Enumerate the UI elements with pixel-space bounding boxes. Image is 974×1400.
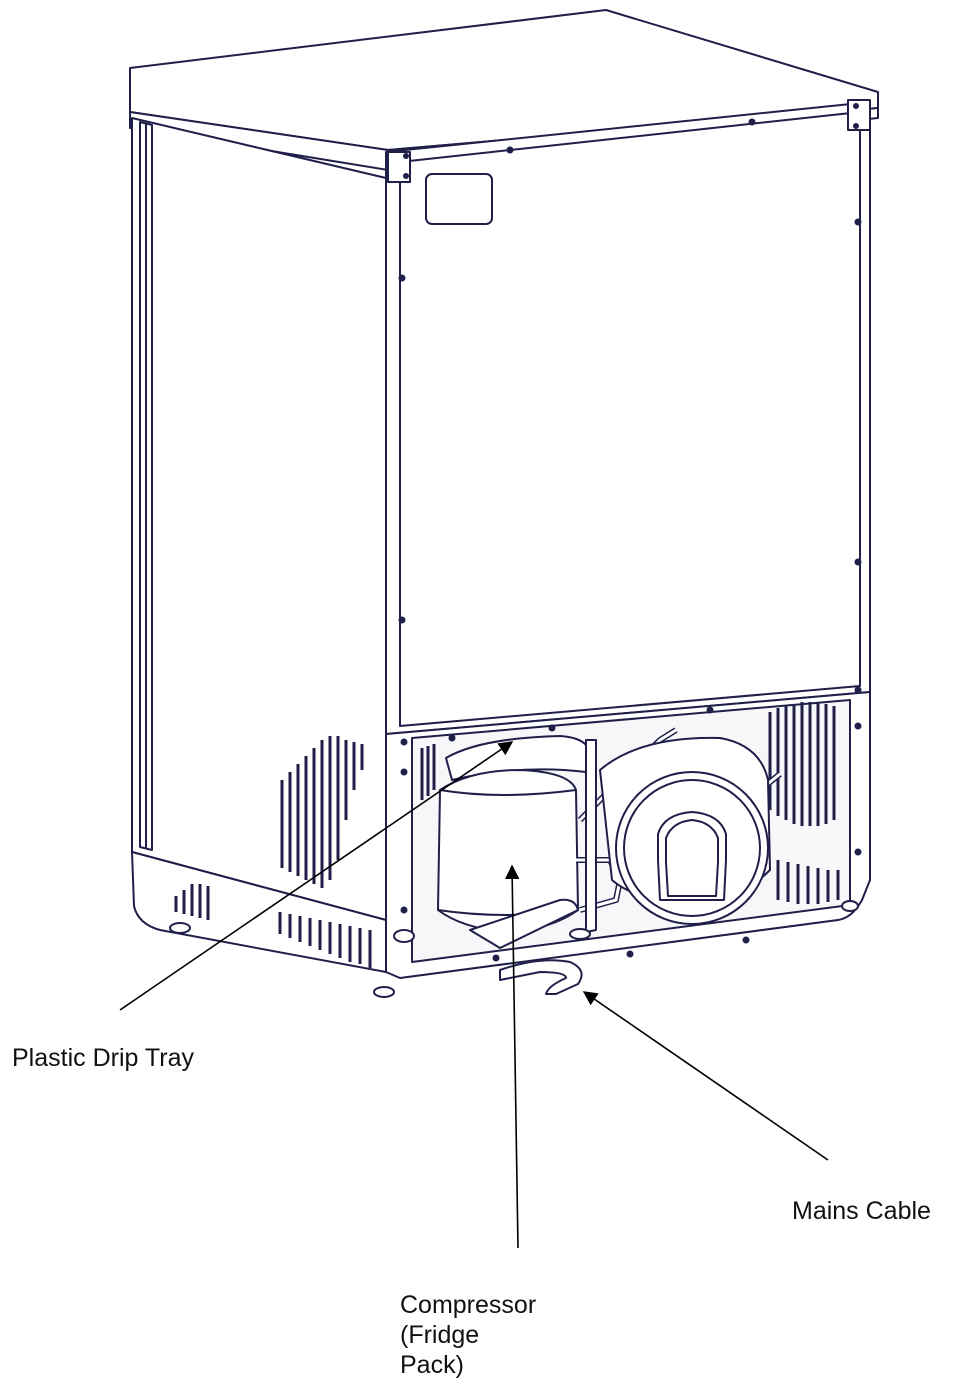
label-plastic-drip-tray: Plastic Drip Tray <box>12 1044 194 1072</box>
leader-mains-cable <box>582 991 829 1161</box>
leader-compressor <box>505 864 520 1249</box>
cabinet-left-side <box>131 117 387 921</box>
rear-label-plate <box>425 173 493 225</box>
accumulator-pipe <box>469 898 579 949</box>
cabinet-plinth-left <box>131 851 387 973</box>
label-compressor: Compressor (Fridge Pack) <box>400 1291 537 1379</box>
leader-plastic-drip-tray <box>119 741 514 1011</box>
mains-cable <box>499 959 583 995</box>
label-mains-cable: Mains Cable <box>792 1197 931 1225</box>
